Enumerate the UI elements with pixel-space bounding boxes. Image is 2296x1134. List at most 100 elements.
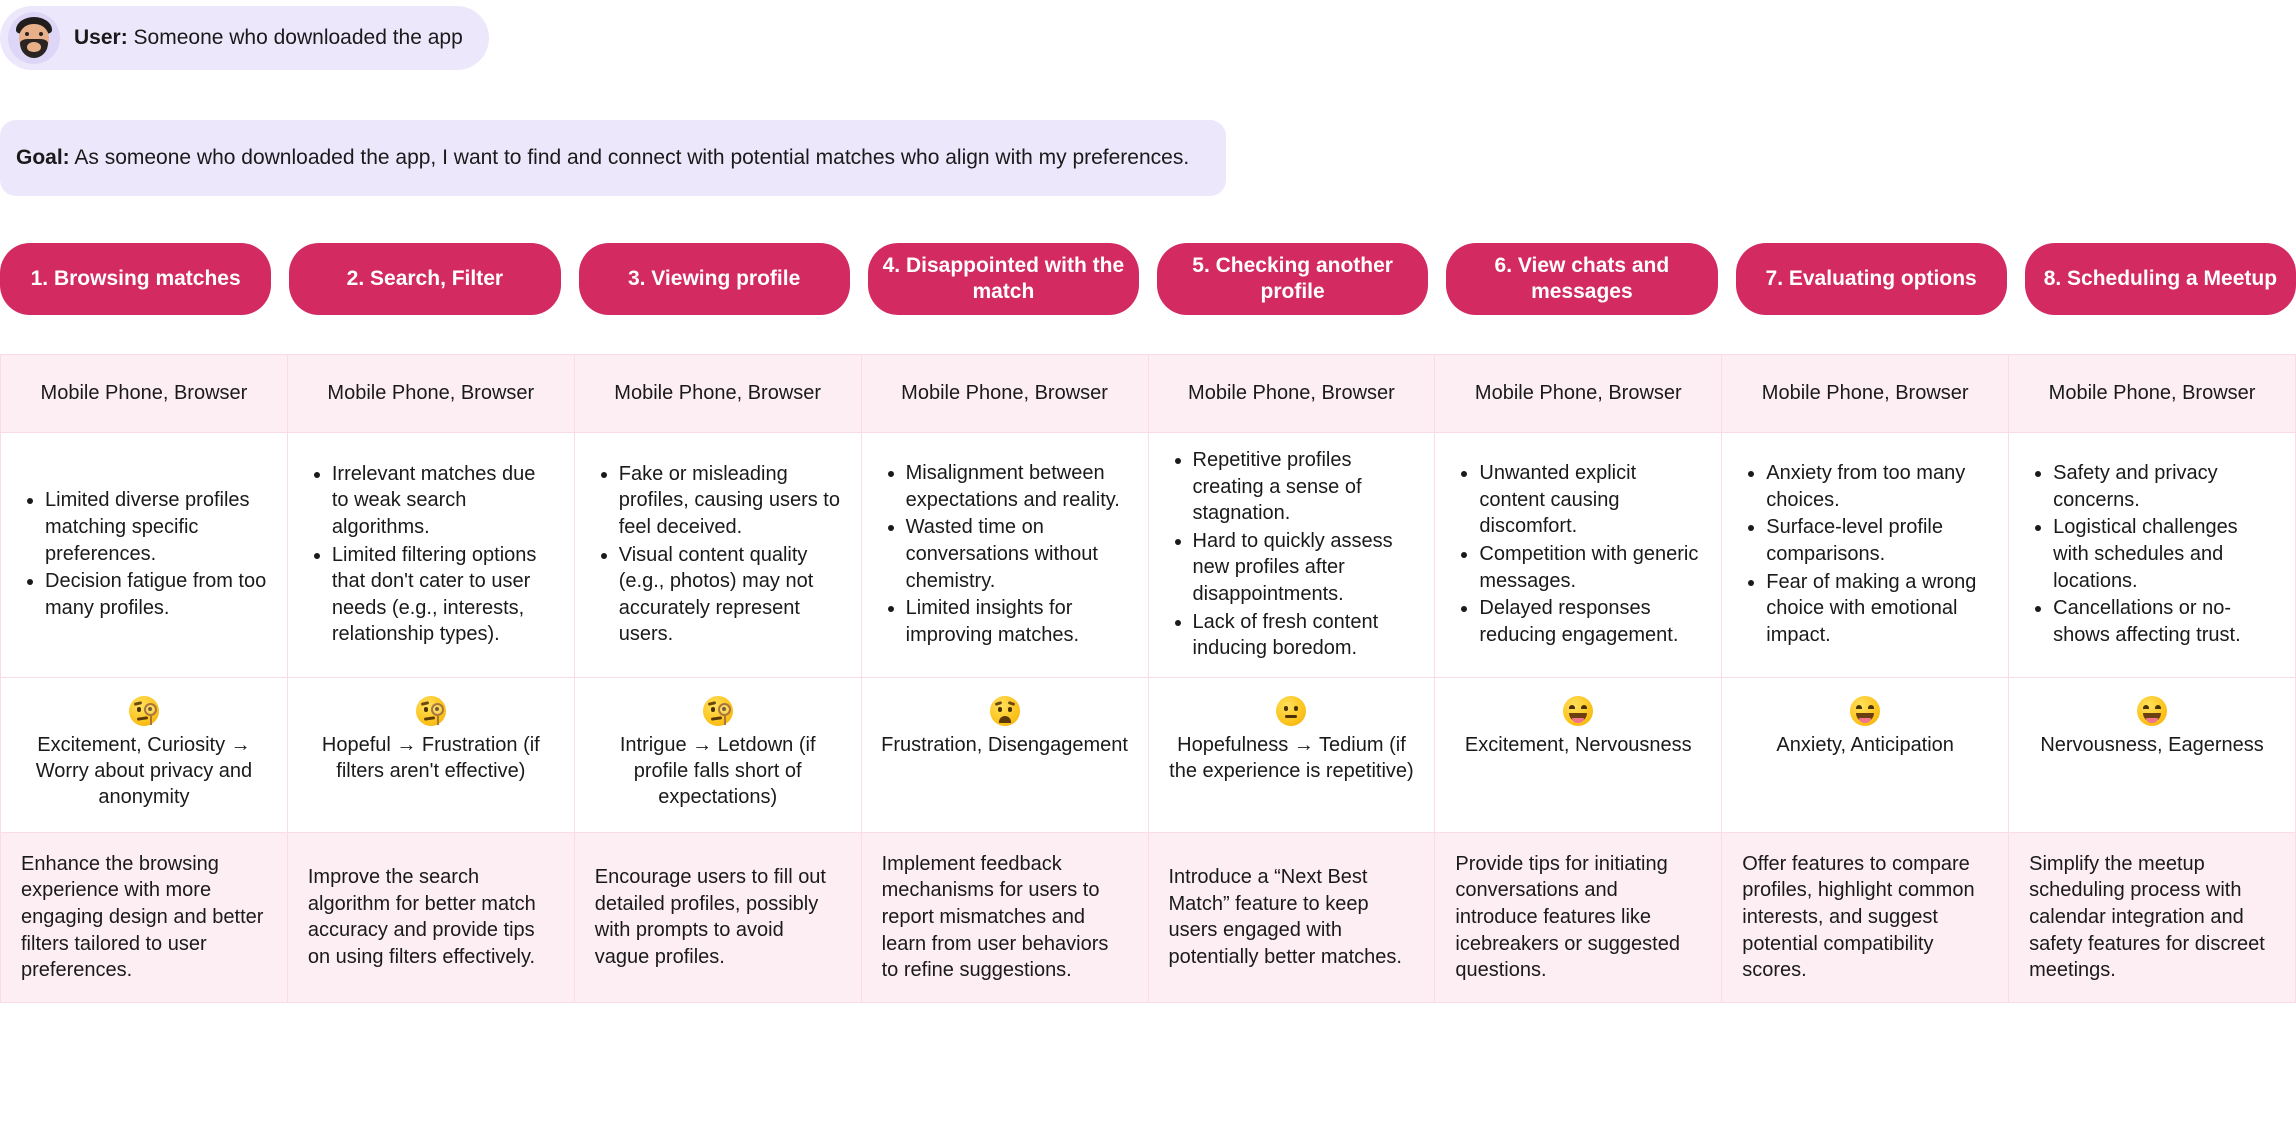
list-item: Lack of fresh content inducing boredom. [1193,609,1417,662]
pain-list-4: Misalignment between expectations and re… [884,460,1130,648]
user-persona-text: User: Someone who downloaded the app [74,25,463,50]
emotion-text-7: Anxiety, Anticipation [1776,733,1954,756]
emotion-cell-8: Nervousness, Eagerness [2008,676,2296,833]
touchpoint-cell-8: Mobile Phone, Browser [2008,354,2296,433]
list-item: Decision fatigue from too many profiles. [45,568,269,621]
list-item: Cancellations or no-shows affecting trus… [2053,595,2277,648]
emotions-row: Excitement, Curiosity → Worry about priv… [0,676,2296,833]
emotion-text-3: Intrigue → Letdown (if profile falls sho… [619,733,816,808]
stage-pill-4[interactable]: 4. Disappointed with the match [867,243,1139,315]
stage-pill-6[interactable]: 6. View chats and messages [1446,243,1718,315]
opportunity-cell-2: Improve the search algorithm for better … [286,831,575,1003]
emotion-cell-6: Excitement, Nervousness [1434,676,1723,833]
emotion-text-4: Frustration, Disengagement [881,733,1128,756]
touchpoint-cell-2: Mobile Phone, Browser [286,354,575,433]
avatar-eye-right [39,32,43,36]
stage-pill-5[interactable]: 5. Checking another profile [1157,243,1429,315]
list-item: Limited insights for improving matches. [906,595,1130,648]
list-item: Logistical challenges with schedules and… [2053,514,2277,594]
stage-pill-3[interactable]: 3. Viewing profile [578,243,850,315]
opportunity-cell-8: Simplify the meetup scheduling process w… [2008,831,2296,1003]
list-item: Safety and privacy concerns. [2053,460,2277,513]
goal-banner: Goal: As someone who downloaded the app,… [0,120,1226,196]
user-label: User: [74,26,128,50]
emotion-text-5: Hopefulness → Tedium (if the experience … [1169,733,1414,782]
stage-pill-7[interactable]: 7. Evaluating options [1735,243,2007,315]
pain-cell-7: Anxiety from too many choices. Surface-l… [1721,432,2010,678]
list-item: Limited filtering options that don't cat… [332,542,556,648]
list-item: Unwanted explicit content causing discom… [1479,460,1703,540]
opportunity-cell-7: Offer features to compare profiles, high… [1721,831,2010,1003]
user-avatar [8,12,60,64]
pain-cell-1: Limited diverse profiles matching specif… [0,432,288,678]
pain-list-1: Limited diverse profiles matching specif… [23,487,269,621]
emotion-text-1: Excitement, Curiosity → Worry about priv… [35,733,253,808]
touchpoints-row: Mobile Phone, Browser Mobile Phone, Brow… [0,354,2296,433]
pain-list-8: Safety and privacy concerns. Logistical … [2031,460,2277,648]
avatar-eye-left [25,32,29,36]
pain-list-6: Unwanted explicit content causing discom… [1457,460,1703,648]
list-item: Fear of making a wrong choice with emoti… [1766,569,1990,649]
emotion-cell-2: Hopeful → Frustration (if filters aren't… [286,676,575,833]
opportunity-cell-4: Implement feedback mechanisms for users … [860,831,1149,1003]
touchpoint-cell-6: Mobile Phone, Browser [1434,354,1723,433]
list-item: Wasted time on conversations without che… [906,514,1130,594]
pain-list-7: Anxiety from too many choices. Surface-l… [1744,460,1990,648]
opportunity-cell-6: Provide tips for initiating conversation… [1434,831,1723,1003]
goal-text: Goal: As someone who downloaded the app,… [16,145,1189,171]
face-with-monocle-icon [415,695,446,726]
stage-pill-2[interactable]: 2. Search, Filter [289,243,561,315]
opportunity-cell-5: Introduce a “Next Best Match” feature to… [1147,831,1436,1003]
user-persona-chip: User: Someone who downloaded the app [0,6,489,70]
pain-cell-3: Fake or misleading profiles, causing use… [573,432,862,678]
list-item: Repetitive profiles creating a sense of … [1193,447,1417,527]
face-with-monocle-icon [702,695,733,726]
emotion-text-6: Excitement, Nervousness [1464,733,1692,756]
opportunity-cell-1: Enhance the browsing experience with mor… [0,831,288,1003]
touchpoint-cell-4: Mobile Phone, Browser [860,354,1149,433]
journey-table: Mobile Phone, Browser Mobile Phone, Brow… [0,354,2296,1003]
avatar-chin [27,42,41,52]
pain-list-2: Irrelevant matches due to weak search al… [310,461,556,648]
stage-pill-1[interactable]: 1. Browsing matches [0,243,272,315]
pain-cell-6: Unwanted explicit content causing discom… [1434,432,1723,678]
user-value: Someone who downloaded the app [127,26,463,50]
list-item: Misalignment between expectations and re… [906,460,1130,513]
emotion-cell-1: Excitement, Curiosity → Worry about priv… [0,676,288,833]
list-item: Surface-level profile comparisons. [1766,514,1990,567]
list-item: Visual content quality (e.g., photos) ma… [619,542,843,648]
emotion-cell-5: Hopefulness → Tedium (if the experience … [1147,676,1436,833]
worried-face-icon [989,695,1020,726]
list-item: Anxiety from too many choices. [1766,460,1990,513]
opportunity-cell-3: Encourage users to fill out detailed pro… [573,831,862,1003]
touchpoint-cell-5: Mobile Phone, Browser [1147,354,1436,433]
pain-cell-2: Irrelevant matches due to weak search al… [286,432,575,678]
list-item: Irrelevant matches due to weak search al… [332,461,556,541]
opportunities-row: Enhance the browsing experience with mor… [0,831,2296,1003]
touchpoint-cell-3: Mobile Phone, Browser [573,354,862,433]
stage-pill-row: 1. Browsing matches 2. Search, Filter 3.… [0,243,2296,315]
face-with-monocle-icon [128,695,159,726]
emotion-text-2: Hopeful → Frustration (if filters aren't… [321,733,540,782]
stage-pill-8[interactable]: 8. Scheduling a Meetup [2024,243,2296,315]
list-item: Delayed responses reducing engagement. [1479,595,1703,648]
pain-list-5: Repetitive profiles creating a sense of … [1171,447,1417,662]
list-item: Limited diverse profiles matching specif… [45,487,269,567]
pain-points-row: Limited diverse profiles matching specif… [0,432,2296,678]
pain-cell-5: Repetitive profiles creating a sense of … [1147,432,1436,678]
emotion-cell-7: Anxiety, Anticipation [1721,676,2010,833]
grinning-face-icon [1850,695,1881,726]
pain-cell-8: Safety and privacy concerns. Logistical … [2008,432,2296,678]
grinning-face-icon [1563,695,1594,726]
neutral-face-icon [1276,695,1307,726]
goal-label: Goal: [16,145,70,169]
grinning-face-icon [2137,695,2168,726]
list-item: Fake or misleading profiles, causing use… [619,461,843,541]
touchpoint-cell-1: Mobile Phone, Browser [0,354,288,433]
list-item: Hard to quickly assess new profiles afte… [1193,528,1417,608]
emotion-cell-4: Frustration, Disengagement [860,676,1149,833]
goal-value: As someone who downloaded the app, I wan… [69,145,1190,169]
emotion-text-8: Nervousness, Eagerness [2040,733,2264,756]
emotion-cell-3: Intrigue → Letdown (if profile falls sho… [573,676,862,833]
